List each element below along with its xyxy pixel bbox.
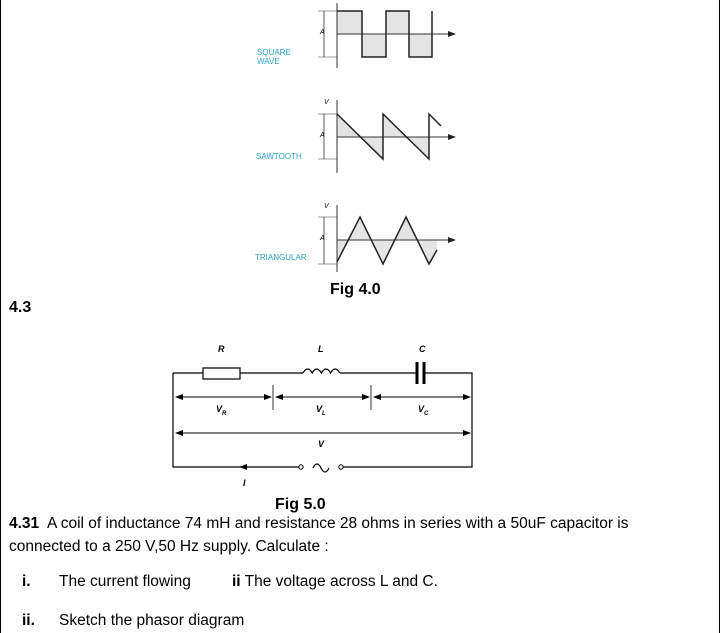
item-extra-text: The voltage across L and C. xyxy=(244,573,438,590)
item-text: Sketch the phasor diagram xyxy=(59,612,245,629)
vl-label: VL xyxy=(316,404,326,417)
ac-source-symbol xyxy=(312,463,330,473)
triangular-wave-graph xyxy=(318,205,456,272)
sawtooth-label: SAWTOOTH xyxy=(256,152,302,161)
page-border-left xyxy=(0,0,1,633)
vr-label: VR xyxy=(216,404,226,417)
v-axis-label: V xyxy=(324,99,329,106)
item-extra: ii The voltage across L and C. xyxy=(232,573,438,591)
vr-main: V xyxy=(216,404,223,414)
vr-sub: R xyxy=(222,410,227,417)
current-label: I xyxy=(243,478,246,488)
fig-5-caption: Fig 5.0 xyxy=(275,496,326,513)
page-border-right xyxy=(719,0,720,633)
inductor-label: L xyxy=(318,344,324,354)
vc-main: V xyxy=(418,404,425,414)
rlc-circuit-diagram xyxy=(172,362,473,473)
vl-main: V xyxy=(316,404,323,414)
supply-voltage-label: V xyxy=(318,439,325,449)
square-wave-label: SQUARE WAVE xyxy=(257,48,291,66)
sawtooth-wave-graph xyxy=(318,100,456,173)
item-marker: i. xyxy=(22,573,31,590)
inductor-symbol xyxy=(302,368,341,375)
resistor-symbol xyxy=(202,367,241,380)
square-label-line2: WAVE xyxy=(257,57,280,66)
vc-label: VC xyxy=(418,404,428,417)
square-label-line1: SQUARE xyxy=(257,48,291,57)
resistor-label: R xyxy=(218,344,225,354)
triangular-label: TRIANGULAR xyxy=(255,253,307,262)
item-text: The current flowing xyxy=(59,573,191,590)
v-axis-label: V xyxy=(324,203,329,210)
question-line-2: connected to a 250 V,50 Hz supply. Calcu… xyxy=(9,538,329,555)
fig-4-caption: Fig 4.0 xyxy=(330,281,381,298)
item-extra-marker: ii xyxy=(232,573,241,590)
question-text-1: A coil of inductance 74 mH and resistanc… xyxy=(46,515,629,532)
vc-sub: C xyxy=(424,410,429,417)
question-line-1: 4.31 A coil of inductance 74 mH and resi… xyxy=(9,515,628,533)
amplitude-label: A xyxy=(320,132,325,139)
item-marker: ii. xyxy=(22,612,35,629)
vl-sub: L xyxy=(322,410,326,417)
section-number: 4.3 xyxy=(9,299,32,316)
capacitor-label: C xyxy=(419,344,426,354)
amplitude-label: A xyxy=(320,29,325,36)
square-wave-graph xyxy=(318,3,456,68)
question-number: 4.31 xyxy=(9,515,40,532)
amplitude-label: A xyxy=(320,235,325,242)
